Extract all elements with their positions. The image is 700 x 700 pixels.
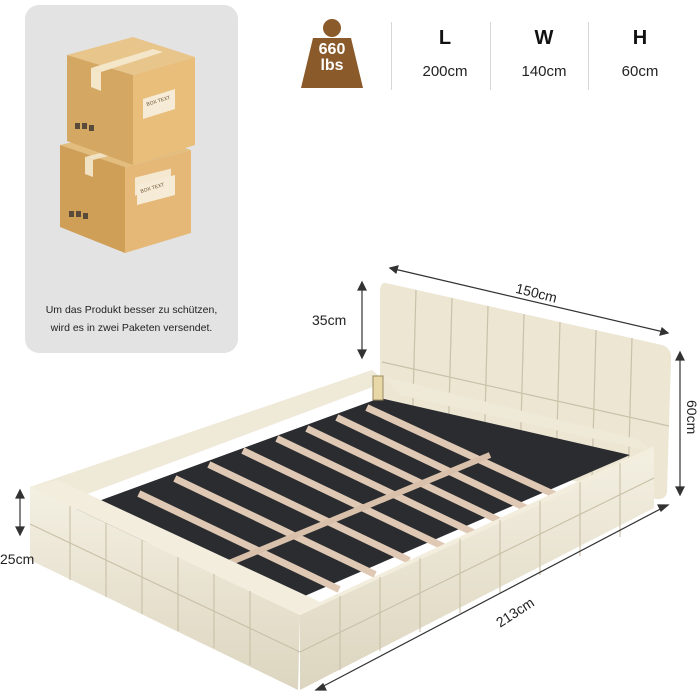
total-height-label: 60cm [684,400,700,435]
weight-unit: lbs [320,57,344,74]
weight-icon [301,19,363,88]
dimension-width: W 140cm [504,25,584,83]
dimension-height: H 60cm [600,25,680,83]
dimension-value: 60cm [621,63,659,80]
center-support [210,452,492,573]
handling-symbols-icon [69,123,94,219]
dimension-separator [588,22,589,90]
headboard-height-label: 35cm [312,312,347,328]
dimension-letter: H [632,27,648,49]
dimension-separator [391,22,392,90]
frame-back-rim [30,370,386,505]
dimension-letter: W [534,27,554,49]
package-boxes-image: BOX TEXT BOX TEXT [60,37,195,253]
package-note-line1: Um das Produkt besser zu schützen, [45,304,218,316]
package-note: Um das Produkt besser zu schützen, wird … [25,301,238,337]
measurement-lines [15,265,685,691]
weight-value: 660 [318,41,346,58]
package-note-line2: wird es in zwei Paketen versendet. [50,322,213,334]
dimension-separator [490,22,491,90]
package-info-card: BOX TEXT BOX TEXT Um das Produkt besser … [25,5,238,353]
weight-badge: 660 lbs [299,18,365,90]
dimension-value: 200cm [422,63,468,80]
dimension-length: L 200cm [405,25,485,83]
frame-right-side [300,446,654,690]
frame-height-label: 25cm [0,551,35,567]
headboard-bracket [372,375,384,401]
dimension-value: 140cm [521,63,567,80]
dimension-letter: L [438,27,452,49]
